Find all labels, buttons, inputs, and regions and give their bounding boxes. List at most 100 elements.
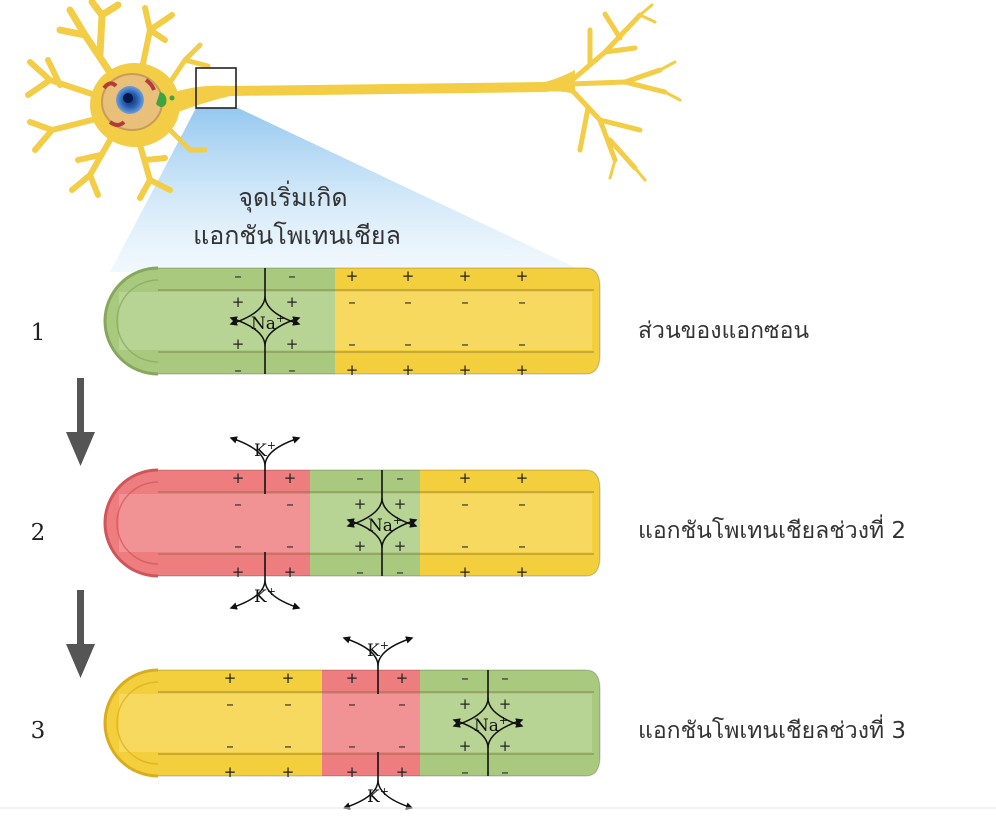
axon-segment-3: +––++––++––++––+–++––++–K+K+Na+ — [103, 636, 601, 810]
minus-sign: – — [518, 537, 526, 555]
minus-sign: – — [286, 495, 294, 513]
axon-end-cap-inner — [116, 681, 159, 765]
plus-sign: + — [516, 267, 529, 285]
golgi-green — [156, 92, 167, 107]
minus-sign: – — [461, 763, 469, 781]
organelle-red — [102, 81, 118, 90]
plus-sign: + — [284, 563, 297, 581]
down-arrow-icon — [66, 590, 95, 678]
plus-sign: + — [346, 763, 359, 781]
axoplasm — [310, 494, 420, 552]
minus-sign: – — [398, 695, 406, 713]
plus-sign: + — [499, 695, 512, 713]
minus-sign: – — [396, 563, 404, 581]
minus-sign: – — [288, 361, 296, 379]
dendrites — [25, 0, 211, 201]
minus-sign: – — [356, 563, 364, 581]
minus-sign: – — [284, 695, 292, 713]
axon-end-cap-inner — [116, 481, 159, 565]
minus-sign: – — [234, 537, 242, 555]
neuron-illustration — [25, 0, 682, 272]
potassium-ion-label: K+ — [254, 439, 276, 461]
stage-number-3: 3 — [31, 718, 46, 744]
plus-sign: + — [232, 335, 245, 353]
minus-sign: – — [518, 293, 526, 311]
minus-sign: – — [286, 537, 294, 555]
ion-flow-arrow — [377, 636, 414, 667]
plus-sign: + — [516, 469, 529, 487]
title-line-2: แอกชันโพเทนเชียล — [193, 221, 401, 250]
plus-sign: + — [224, 763, 237, 781]
minus-sign: – — [234, 495, 242, 513]
minus-sign: – — [461, 335, 469, 353]
plus-sign: + — [282, 669, 295, 687]
plus-sign: + — [402, 267, 415, 285]
minus-sign: – — [501, 763, 509, 781]
minus-sign: – — [226, 737, 234, 755]
minus-sign: – — [398, 737, 406, 755]
plus-sign: + — [402, 361, 415, 379]
plus-sign: + — [459, 737, 472, 755]
potassium-ion-label: K+ — [367, 639, 389, 661]
plus-sign: + — [459, 469, 472, 487]
plus-sign: + — [394, 537, 407, 555]
plus-sign: + — [459, 563, 472, 581]
axon-end-cap — [103, 668, 159, 778]
axoplasm — [420, 494, 592, 552]
plus-sign: + — [232, 293, 245, 311]
plus-sign: + — [286, 335, 299, 353]
title-line-1: จุดเริ่มเกิด — [238, 180, 347, 213]
down-arrow-icon — [66, 378, 95, 466]
axon — [175, 70, 575, 112]
axon-outline — [158, 469, 601, 577]
plus-sign: + — [396, 763, 409, 781]
axoplasm — [322, 694, 420, 752]
stage-label-2: แอกชันโพเทนเชียลช่วงที่ 2 — [638, 514, 906, 544]
minus-sign: – — [461, 293, 469, 311]
ion-flow-arrow — [264, 316, 301, 347]
plus-sign: + — [459, 361, 472, 379]
axon-segments: –++––++–+––++––++––++––+Na++––++––+–++––… — [103, 266, 601, 810]
axon-segment-1: –++––++–+––++––++––++––+Na+ — [103, 266, 601, 379]
plus-sign: + — [516, 361, 529, 379]
minus-sign: – — [284, 737, 292, 755]
minus-sign: – — [348, 335, 356, 353]
potassium-ion-label: K+ — [254, 585, 276, 607]
plus-sign: + — [499, 737, 512, 755]
ion-flow-arrow — [264, 579, 301, 610]
plus-sign: + — [354, 495, 367, 513]
stage-number-2: 2 — [31, 520, 46, 546]
axon-outline — [158, 267, 601, 375]
plus-sign: + — [232, 563, 245, 581]
plus-sign: + — [394, 495, 407, 513]
minus-sign: – — [226, 695, 234, 713]
plus-sign: + — [224, 669, 237, 687]
minus-sign: – — [461, 537, 469, 555]
axon-terminals — [567, 3, 682, 182]
minus-sign: – — [356, 469, 364, 487]
minus-sign: – — [348, 737, 356, 755]
plus-sign: + — [282, 763, 295, 781]
minus-sign: – — [518, 335, 526, 353]
plus-sign: + — [346, 267, 359, 285]
axon-outline — [158, 669, 601, 777]
plus-sign: + — [459, 267, 472, 285]
axoplasm — [119, 694, 322, 752]
axoplasm — [335, 292, 592, 350]
axon-end-cap-inner — [116, 279, 159, 363]
plus-sign: + — [346, 669, 359, 687]
minus-sign: – — [288, 267, 296, 285]
potassium-ion-label: K+ — [367, 785, 389, 807]
plus-sign: + — [516, 563, 529, 581]
axon-end-cap — [103, 468, 159, 578]
zoom-box — [195, 67, 237, 109]
stage-number-1: 1 — [31, 320, 46, 346]
zoom-beam — [110, 108, 585, 272]
minus-sign: – — [348, 695, 356, 713]
plus-sign: + — [232, 469, 245, 487]
minus-sign: – — [501, 669, 509, 687]
plus-sign: + — [354, 537, 367, 555]
ion-flow-arrow — [264, 436, 301, 467]
axoplasm — [420, 694, 592, 752]
